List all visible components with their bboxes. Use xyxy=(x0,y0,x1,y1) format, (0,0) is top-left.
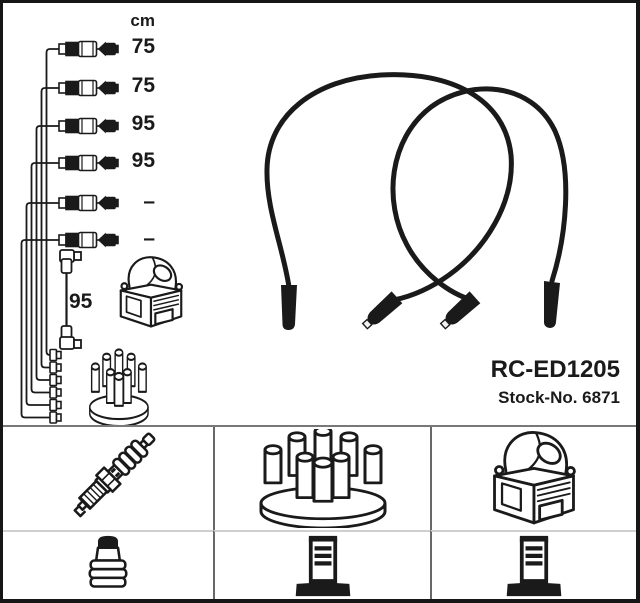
cable-row xyxy=(58,117,119,135)
spark-plug-icon xyxy=(73,432,156,518)
cable-boot xyxy=(439,291,481,330)
legend-cell-plug-boot xyxy=(3,530,213,599)
cable-boot xyxy=(281,285,297,330)
component-legend-grid xyxy=(3,425,636,599)
part-number: RC-ED1205 xyxy=(490,356,620,383)
length-label-6: – xyxy=(143,227,155,250)
legend-cell-distributor-cap xyxy=(213,427,430,530)
cable-row xyxy=(58,231,119,249)
cable-boot xyxy=(361,291,403,330)
coil-wire-drawing xyxy=(59,249,82,350)
ignition-cables-illustration xyxy=(264,72,569,330)
terminal-connector-icon xyxy=(293,533,352,598)
cable-row xyxy=(58,194,119,212)
part-number-block: RC-ED1205 Stock-No. 6871 xyxy=(491,356,620,408)
ignition-coil-icon xyxy=(493,430,576,524)
stock-number: Stock-No. 6871 xyxy=(498,388,620,407)
distributor-cap-drawing xyxy=(88,348,150,428)
cable-schematic xyxy=(20,40,184,428)
legend-cell-terminal-1 xyxy=(213,530,430,599)
length-label-1: 75 xyxy=(131,35,155,58)
legend-cell-terminal-2 xyxy=(430,530,636,599)
length-label-4: 95 xyxy=(131,149,155,172)
cable-boot xyxy=(543,281,560,328)
cable-row xyxy=(58,79,119,97)
legend-cell-spark-plug xyxy=(3,427,213,530)
cap-terminal-stubs xyxy=(49,348,62,424)
length-label-3: 95 xyxy=(131,112,155,135)
coil-wire-length-label: 95 xyxy=(69,290,93,313)
cable-row xyxy=(58,40,119,58)
ignition-coil-drawing xyxy=(119,256,184,328)
cable-routing-lines xyxy=(20,48,60,419)
length-label-2: 75 xyxy=(131,74,155,97)
legend-cell-ignition-coil xyxy=(430,427,636,530)
plug-boot-connector-icon xyxy=(88,535,128,588)
length-label-5: – xyxy=(143,190,155,213)
cable-row xyxy=(58,154,119,172)
distributor-cap-icon xyxy=(259,429,386,528)
terminal-connector-icon xyxy=(504,533,564,598)
unit-header: cm xyxy=(130,11,155,30)
